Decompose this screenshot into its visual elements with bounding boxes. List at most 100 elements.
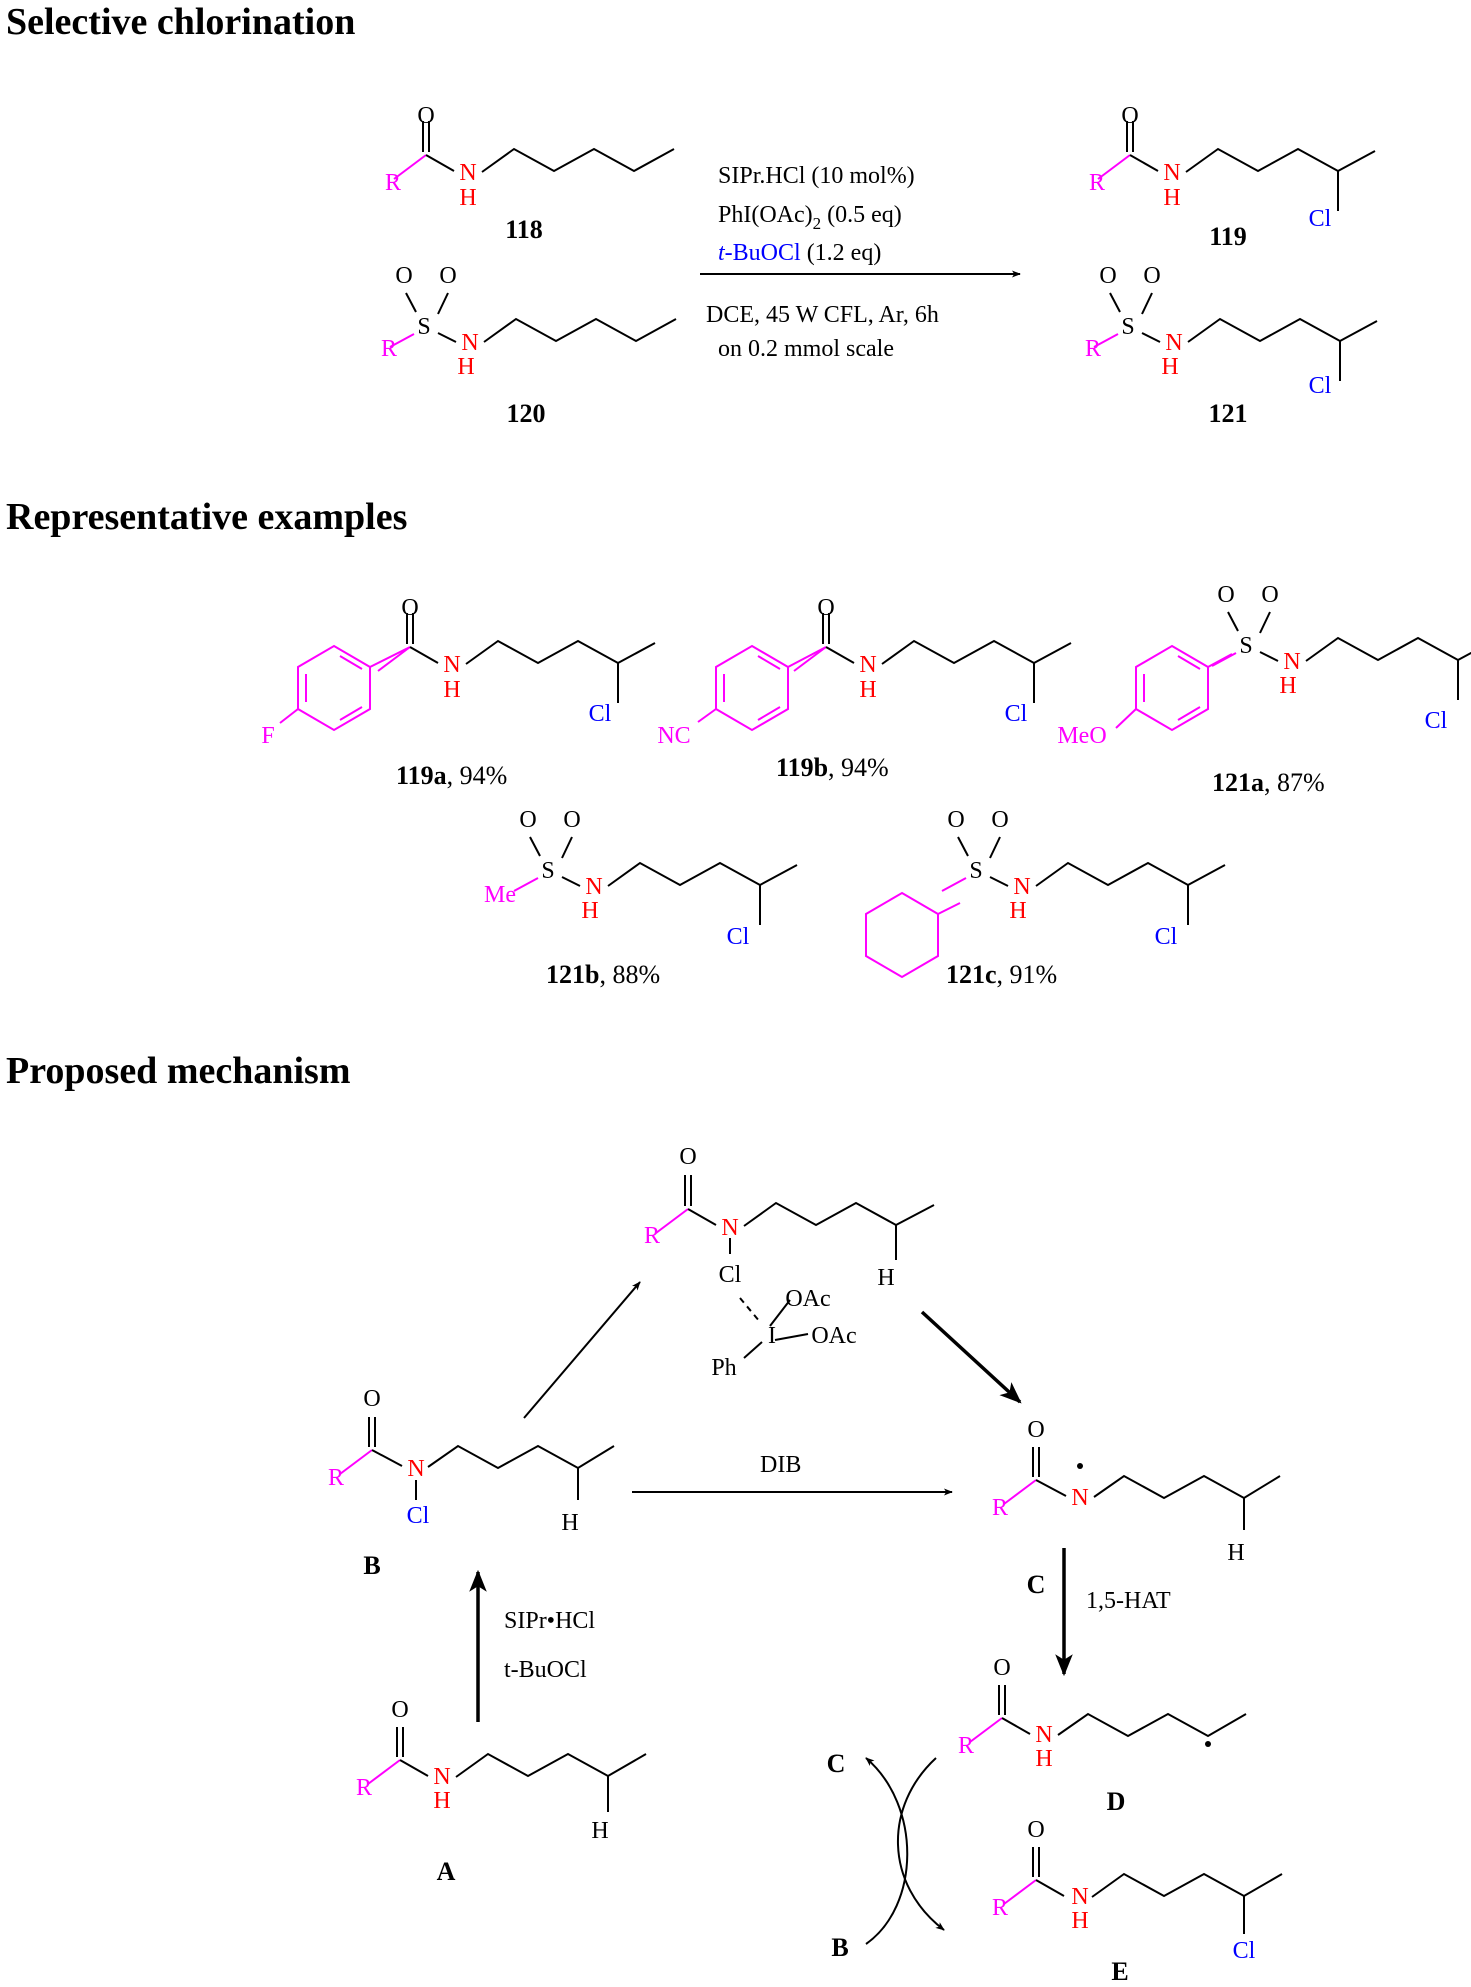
atom-O: O: [993, 1655, 1010, 1681]
example-121a: O O S MeO N H Cl 121a, 87%: [1057, 582, 1471, 797]
arrow-cycle-to-C: [865, 1757, 909, 1945]
atom-R: R: [328, 1465, 344, 1491]
atom-Me: Me: [484, 882, 516, 908]
label-119: 119: [1209, 222, 1247, 251]
atom-Cl: Cl: [1309, 206, 1332, 232]
compound-120: O O S R N H 120: [381, 263, 677, 428]
atom-N: N: [1071, 1485, 1088, 1511]
atom-O: O: [1261, 582, 1278, 608]
radical-dot: [1205, 1741, 1211, 1747]
label-121a: 121a, 87%: [1212, 768, 1325, 797]
label-119a: 119a, 94%: [396, 761, 507, 790]
atom-O: O: [519, 807, 536, 833]
label-hat: 1,5-HAT: [1086, 1588, 1171, 1614]
label-121: 121: [1209, 399, 1248, 428]
atom-O: O: [679, 1144, 696, 1170]
reagent-tbuocl: t-BuOCl: [504, 1657, 587, 1683]
atom-N: N: [1035, 1722, 1052, 1748]
cyclohexyl-ring: [865, 891, 939, 979]
atom-F: F: [261, 723, 274, 749]
atom-O: O: [1121, 103, 1138, 129]
atom-O: O: [1027, 1417, 1044, 1443]
label-121b: 121b, 88%: [546, 960, 660, 989]
arrow-cycle-to-E: [896, 1757, 945, 1931]
label-dib: DIB: [760, 1452, 801, 1478]
label-D: D: [1107, 1787, 1126, 1816]
atom-H: H: [1071, 1908, 1088, 1934]
atom-H: H: [1163, 185, 1180, 211]
atom-R: R: [644, 1223, 660, 1249]
mechanism-A: O R N H H A: [356, 1697, 647, 1886]
atom-N: N: [1165, 330, 1182, 356]
mechanism-E: O R N H Cl E: [992, 1817, 1283, 1986]
atom-N: N: [859, 652, 876, 678]
label-A: A: [437, 1857, 456, 1886]
condition-line-1: SIPr.HCl (10 mol%): [718, 163, 915, 189]
atom-O: O: [1027, 1817, 1044, 1843]
atom-N: N: [407, 1456, 424, 1482]
reaction-conditions: SIPr.HCl (10 mol%) PhI(OAc)2 (0.5 eq) t-…: [700, 163, 1021, 362]
atom-Cl: Cl: [1309, 373, 1332, 399]
cycle-label-B: B: [831, 1933, 848, 1962]
atom-O: O: [991, 807, 1008, 833]
label-E: E: [1111, 1957, 1128, 1986]
mechanism-C: O R N H C: [992, 1417, 1281, 1599]
heading-representative-examples: Representative examples: [6, 496, 407, 538]
intermediate-iodane-complex: O R N Cl H I OAc OAc Ph: [644, 1144, 935, 1381]
condition-line-3: t-BuOCl (1.2 eq): [718, 240, 881, 266]
atom-Cl: Cl: [589, 701, 612, 727]
label-C: C: [1027, 1570, 1046, 1599]
example-119b: O NC N H Cl 119b, 94%: [657, 595, 1072, 782]
example-121c: O O S N H Cl 121c, 91%: [865, 807, 1226, 989]
compound-119: O R N H Cl 119: [1089, 103, 1376, 251]
atom-H: H: [561, 1510, 578, 1536]
atom-O: O: [1143, 263, 1160, 289]
arrow-complex-to-C: [920, 1310, 1022, 1404]
atom-S: S: [541, 858, 554, 884]
atom-O: O: [817, 595, 834, 621]
atom-OAc: OAc: [785, 1286, 830, 1312]
reagent-sipr-hcl: SIPr•HCl: [504, 1608, 595, 1634]
atom-O: O: [363, 1386, 380, 1412]
atom-N: N: [433, 1764, 450, 1790]
atom-NC: NC: [657, 723, 690, 749]
heading-selective-chlorination: Selective chlorination: [6, 1, 355, 43]
atom-R: R: [1089, 170, 1105, 196]
atom-OAc: OAc: [811, 1323, 856, 1349]
atom-S: S: [1239, 633, 1252, 659]
atom-Cl: Cl: [1005, 701, 1028, 727]
mechanism-D: O R N H D: [958, 1655, 1247, 1816]
radical-dot: [1077, 1463, 1083, 1469]
compound-118: O R N H 118: [385, 103, 675, 244]
example-121b: O O S Me N H Cl 121b, 88%: [484, 807, 798, 989]
atom-S: S: [969, 858, 982, 884]
atom-H: H: [433, 1788, 450, 1814]
atom-Cl: Cl: [719, 1262, 742, 1288]
atom-Cl: Cl: [1425, 708, 1448, 734]
atom-O: O: [401, 595, 418, 621]
atom-S: S: [1121, 314, 1134, 340]
atom-Cl: Cl: [1155, 924, 1178, 950]
heading-proposed-mechanism: Proposed mechanism: [6, 1050, 350, 1092]
atom-I: I: [768, 1323, 776, 1349]
atom-N: N: [585, 874, 602, 900]
atom-H: H: [581, 898, 598, 924]
atom-H: H: [1009, 898, 1026, 924]
atom-O: O: [947, 807, 964, 833]
compound-121: O O S R N H Cl 121: [1085, 263, 1378, 428]
atom-H: H: [443, 677, 460, 703]
atom-Cl: Cl: [1233, 1938, 1256, 1964]
atom-N: N: [1071, 1884, 1088, 1910]
label-120: 120: [507, 399, 546, 428]
atom-H: H: [457, 354, 474, 380]
condition-line-5: on 0.2 mmol scale: [718, 336, 894, 362]
atom-R: R: [992, 1895, 1008, 1921]
atom-Cl: Cl: [407, 1503, 430, 1529]
atom-MeO: MeO: [1057, 723, 1106, 749]
atom-R: R: [1085, 336, 1101, 362]
atom-S: S: [417, 314, 430, 340]
atom-N: N: [459, 160, 476, 186]
atom-O: O: [391, 1697, 408, 1723]
label-121c: 121c, 91%: [946, 960, 1057, 989]
atom-O: O: [439, 263, 456, 289]
